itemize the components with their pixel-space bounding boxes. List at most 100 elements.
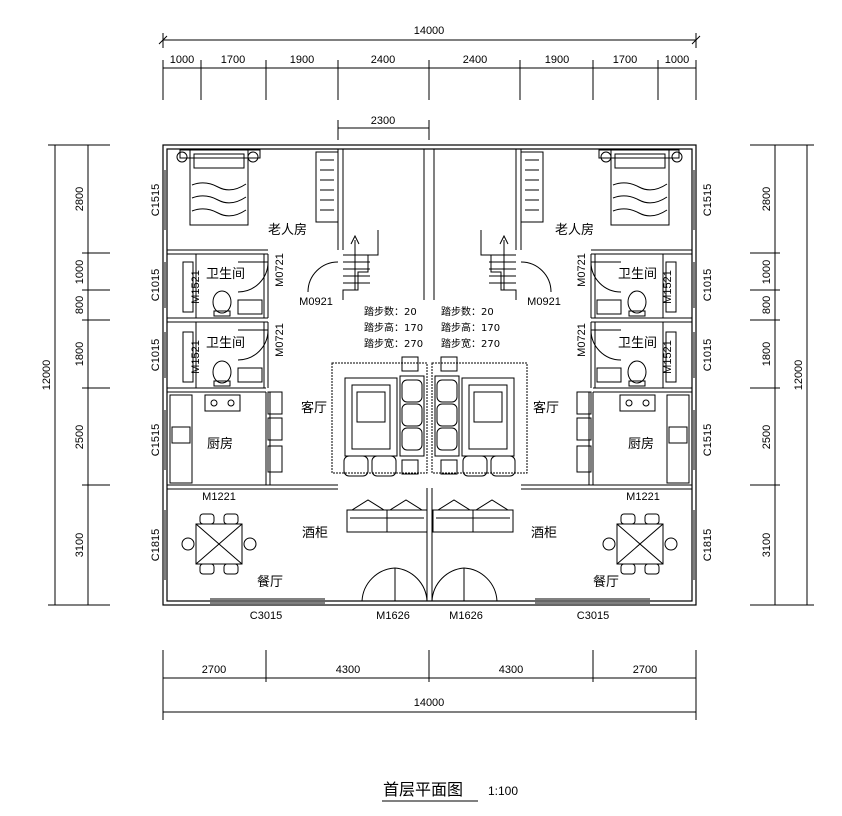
- window-code-c1015-right-1: C1015: [702, 269, 714, 301]
- right-dim-2: 1000: [761, 260, 773, 284]
- kitchen-fixtures: [169, 391, 690, 484]
- dining-table-right: [602, 513, 678, 575]
- window-code-c1015-right-2: C1015: [702, 339, 714, 371]
- room-label-bath-right-1: 卫生间: [618, 267, 657, 282]
- left-dimension-texts: 12000 2800 1000 800 1800 2500 3100: [41, 187, 86, 557]
- windows: [164, 170, 695, 604]
- bed-right: [598, 149, 683, 226]
- bottom-dimension-lines: [162, 650, 697, 720]
- top-dim-1: 1000: [170, 54, 194, 66]
- bottom-dim-1: 2700: [202, 664, 226, 676]
- room-label-living-right: 客厅: [533, 400, 559, 416]
- left-dim-5: 2500: [74, 425, 86, 449]
- right-dim-1: 2800: [761, 187, 773, 211]
- bed-left: [176, 149, 261, 226]
- door-swings: [237, 261, 622, 602]
- stair-width-left: 踏步宽：270: [364, 337, 423, 350]
- bottom-total-dim: 14000: [414, 697, 445, 709]
- window-code-c3015-left: C3015: [250, 610, 282, 622]
- living-room-sofa-right: [431, 356, 528, 477]
- window-code-c1815-right: C1815: [702, 529, 714, 561]
- door-code-m0921-right: M0921: [527, 296, 561, 308]
- left-dim-2: 1000: [74, 260, 86, 284]
- right-total-dim: 12000: [793, 360, 805, 391]
- left-stair: [342, 230, 379, 300]
- window-code-c1815-left: C1815: [150, 529, 162, 561]
- drawing-scale: 1:100: [488, 784, 518, 798]
- left-total-dim: 12000: [41, 360, 53, 391]
- stair-height-right: 踏步高：170: [441, 321, 500, 334]
- interior-walls: [167, 149, 692, 601]
- room-label-elder-right: 老人房: [555, 222, 594, 238]
- bottom-dim-4: 2700: [633, 664, 657, 676]
- bottom-dim-3: 4300: [499, 664, 523, 676]
- stair-width-right: 踏步宽：270: [441, 337, 500, 350]
- door-code-m0721-right-1: M0721: [576, 253, 588, 287]
- top-dimension-lines: [158, 33, 701, 140]
- left-dim-6: 3100: [74, 533, 86, 557]
- stair-width-dim: 2300: [371, 115, 395, 127]
- room-label-elder-left: 老人房: [268, 222, 307, 238]
- stair-height-left: 踏步高：170: [364, 321, 423, 334]
- wine-cabinet-right: [432, 499, 514, 533]
- room-label-dining-right: 餐厅: [593, 574, 619, 590]
- living-room-sofa-left: [331, 356, 428, 477]
- dining-table-left: [181, 513, 257, 575]
- top-total-dim: 14000: [414, 25, 445, 37]
- left-dimension-lines: [48, 144, 110, 606]
- left-dim-4: 1800: [74, 342, 86, 366]
- door-code-m1521-left-1: M1521: [190, 270, 202, 304]
- door-code-m0721-left-2: M0721: [274, 323, 286, 357]
- room-label-dining-left: 餐厅: [257, 574, 283, 590]
- left-dim-3: 800: [74, 296, 86, 314]
- room-label-bath-left-2: 卫生间: [206, 336, 245, 351]
- opening-codes: C1515 C1015 C1015 C1515 C1815 C1515 C101…: [150, 184, 714, 622]
- top-dim-5: 2400: [463, 54, 487, 66]
- room-label-wine-right: 酒柜: [531, 526, 557, 541]
- bottom-dimension-texts: 2700 4300 4300 2700 14000: [202, 664, 657, 709]
- door-code-m0721-right-2: M0721: [576, 323, 588, 357]
- wine-cabinet-left: [346, 499, 428, 533]
- right-dimension-lines: [750, 144, 814, 606]
- door-code-m1221-left: M1221: [202, 491, 236, 503]
- room-labels: 老人房 老人房 卫生间 卫生间 卫生间 卫生间 客厅 客厅 厨房 厨房 酒柜 酒…: [206, 222, 657, 590]
- right-dim-4: 1800: [761, 342, 773, 366]
- right-stair: [480, 230, 517, 300]
- door-code-m0721-left-1: M0721: [274, 253, 286, 287]
- window-code-c1015-left-1: C1015: [150, 269, 162, 301]
- stair-notes: 踏步数：20 踏步高：170 踏步宽：270 踏步数：20 踏步高：170 踏步…: [364, 305, 500, 350]
- window-code-c1515-left-kitchen: C1515: [150, 424, 162, 456]
- window-code-c1515-left-top: C1515: [150, 184, 162, 216]
- top-dim-3: 1900: [290, 54, 314, 66]
- right-dim-3: 800: [761, 296, 773, 314]
- room-label-kitchen-left: 厨房: [207, 436, 233, 452]
- window-code-c1015-left-2: C1015: [150, 339, 162, 371]
- drawing-title: 首层平面图: [383, 780, 463, 799]
- top-dim-7: 1700: [613, 54, 637, 66]
- right-dim-6: 3100: [761, 533, 773, 557]
- window-code-c1515-right-kitchen: C1515: [702, 424, 714, 456]
- room-label-bath-right-2: 卫生间: [618, 336, 657, 351]
- door-code-m1521-right-2: M1521: [662, 340, 674, 374]
- wardrobe-right: [520, 151, 544, 223]
- top-dim-2: 1700: [221, 54, 245, 66]
- room-label-wine-left: 酒柜: [302, 526, 328, 541]
- door-code-m1626-right: M1626: [449, 610, 483, 622]
- bottom-dim-2: 4300: [336, 664, 360, 676]
- top-dim-8: 1000: [665, 54, 689, 66]
- stair-steps-right: 踏步数：20: [441, 305, 494, 318]
- window-code-c1515-right-top: C1515: [702, 184, 714, 216]
- right-dim-5: 2500: [761, 425, 773, 449]
- room-label-kitchen-right: 厨房: [628, 436, 654, 452]
- wardrobe-left: [315, 151, 339, 223]
- door-code-m1221-right: M1221: [626, 491, 660, 503]
- bathroom-fixtures: [182, 261, 677, 387]
- room-label-bath-left-1: 卫生间: [206, 267, 245, 282]
- door-code-m0921-left: M0921: [299, 296, 333, 308]
- top-dim-4: 2400: [371, 54, 395, 66]
- door-code-m1626-left: M1626: [376, 610, 410, 622]
- room-label-living-left: 客厅: [301, 400, 327, 416]
- right-dimension-texts: 12000 2800 1000 800 1800 2500 3100: [761, 187, 805, 557]
- stair-steps-left: 踏步数：20: [364, 305, 417, 318]
- door-code-m1521-right-1: M1521: [662, 270, 674, 304]
